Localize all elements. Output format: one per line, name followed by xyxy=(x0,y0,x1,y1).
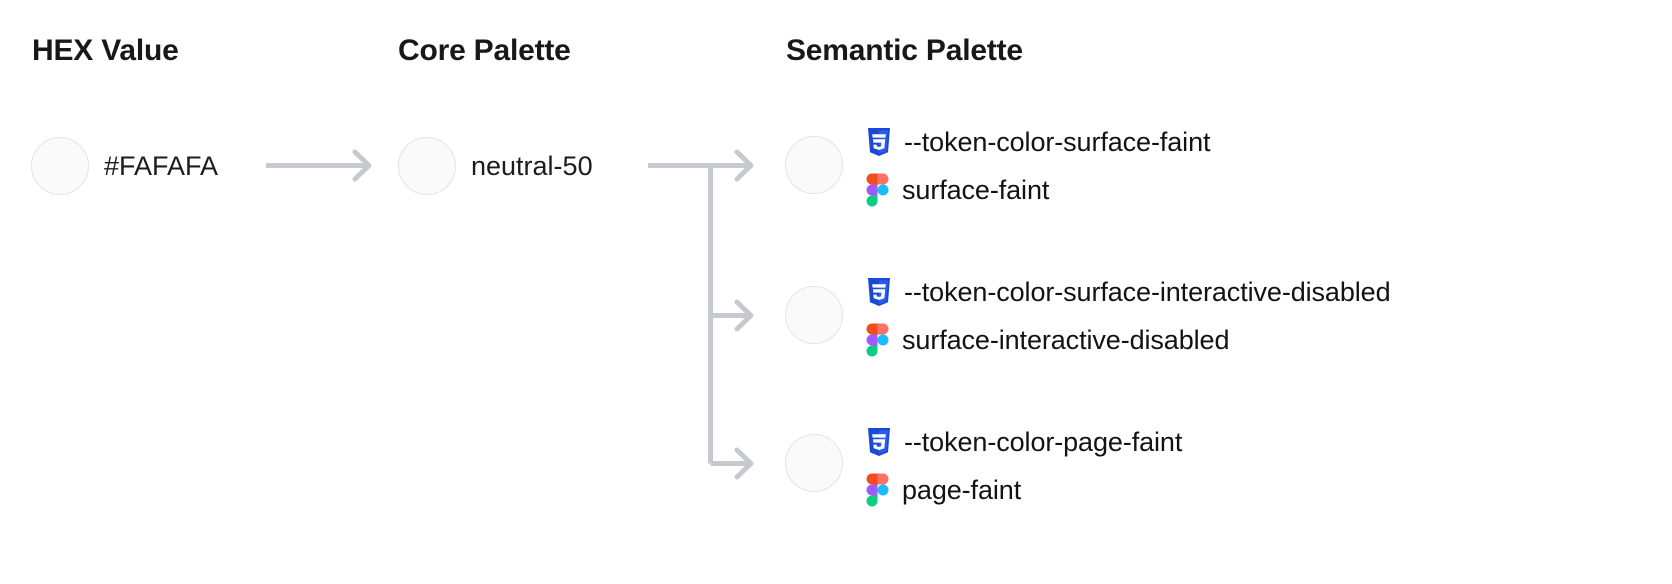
css-token-label: --token-color-page-faint xyxy=(904,426,1183,457)
column-heading-hex-value: HEX Value xyxy=(32,34,179,67)
figma-token-line: surface-faint xyxy=(866,166,1656,214)
figma-icon xyxy=(866,473,890,507)
figma-token-label: page-faint xyxy=(902,474,1022,505)
figma-token-line: surface-interactive-disabled xyxy=(866,316,1656,364)
css3-icon xyxy=(866,277,892,307)
css-token-line: --token-color-surface-faint xyxy=(866,118,1656,166)
figma-token-label: surface-faint xyxy=(902,174,1050,205)
figma-icon xyxy=(866,323,890,357)
semantic-token-row: --token-color-surface-faint surface-fain… xyxy=(866,118,1656,214)
color-swatch-hex xyxy=(31,137,89,195)
css-token-label: --token-color-surface-interactive-disabl… xyxy=(904,276,1391,307)
color-swatch-semantic-2 xyxy=(785,434,843,492)
core-palette-value-label: neutral-50 xyxy=(471,151,593,181)
column-heading-semantic-palette: Semantic Palette xyxy=(786,34,1023,67)
css3-icon xyxy=(866,127,892,157)
figma-token-label: surface-interactive-disabled xyxy=(902,324,1230,355)
arrow-hex-to-core xyxy=(266,149,372,182)
color-swatch-core xyxy=(398,137,456,195)
css-token-line: --token-color-surface-interactive-disabl… xyxy=(866,268,1656,316)
css-token-label: --token-color-surface-faint xyxy=(904,126,1211,157)
figma-token-line: page-faint xyxy=(866,466,1656,514)
css3-icon xyxy=(866,427,892,457)
color-swatch-semantic-0 xyxy=(785,136,843,194)
semantic-token-row: --token-color-surface-interactive-disabl… xyxy=(866,268,1656,364)
column-heading-core-palette: Core Palette xyxy=(398,34,571,67)
branching-arrow-core-to-semantic xyxy=(648,149,754,480)
hex-value-label: #FAFAFA xyxy=(104,151,219,181)
semantic-token-row: --token-color-page-faint page-faint xyxy=(866,418,1656,514)
css-token-line: --token-color-page-faint xyxy=(866,418,1656,466)
color-swatch-semantic-1 xyxy=(785,286,843,344)
figma-icon xyxy=(866,173,890,207)
